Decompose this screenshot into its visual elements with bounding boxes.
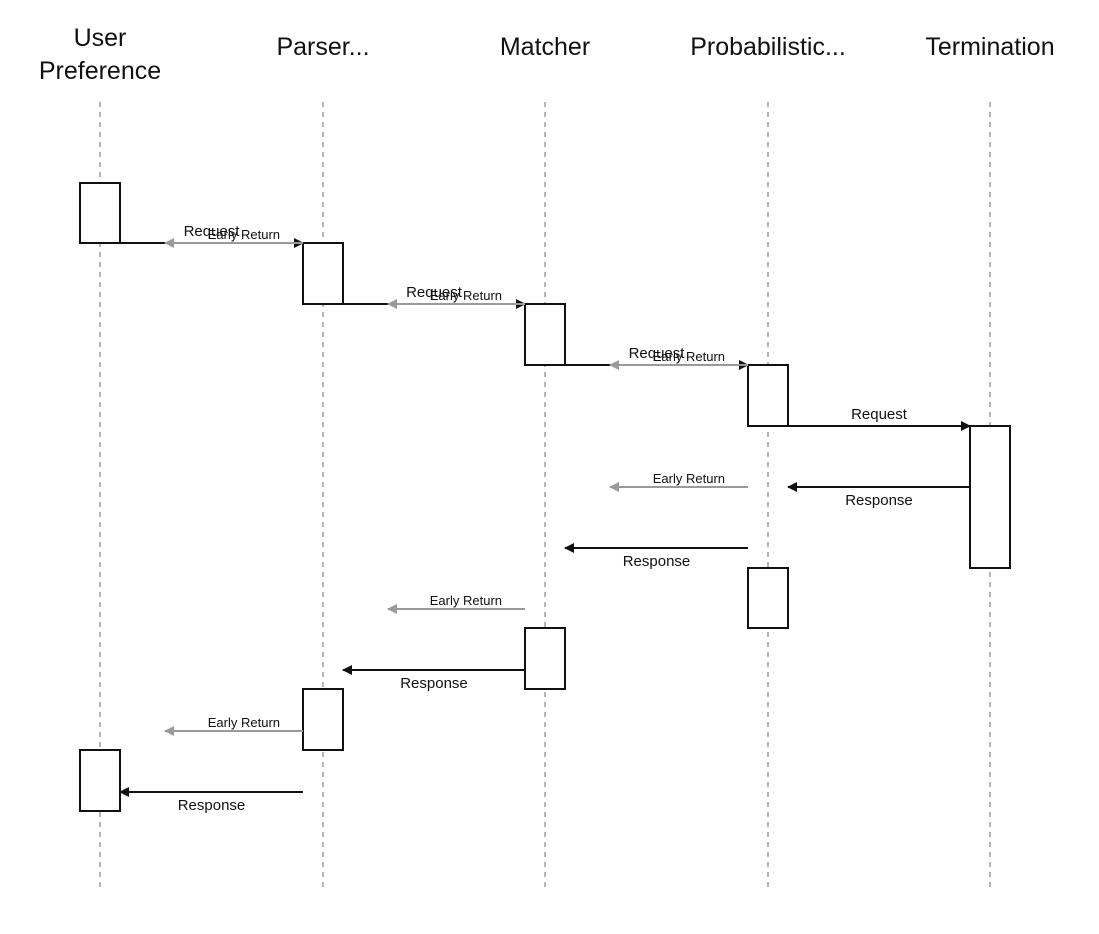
participant-label: Matcher (499, 33, 591, 61)
participant-label: Termination (925, 33, 1055, 61)
message-early-return: Early Return (164, 227, 303, 248)
message-response: Response (119, 787, 303, 814)
message-label: Early Return (653, 349, 725, 364)
message-label: Early Return (430, 288, 502, 303)
message-early-return: Early Return (164, 715, 303, 736)
message-response: Response (787, 482, 970, 509)
message-response: Response (342, 665, 525, 692)
activation-box (969, 425, 1011, 569)
message-label: Early Return (208, 715, 280, 730)
activation-box (747, 364, 789, 427)
activation-box (79, 182, 121, 244)
message-label: Response (845, 492, 913, 509)
participant-label: User (73, 24, 127, 52)
activation-box (302, 688, 344, 751)
message-early-return: Early Return (387, 593, 525, 614)
participant-label: Probabilistic... (690, 33, 846, 61)
message-label: Response (178, 797, 246, 814)
message-label: Early Return (430, 593, 502, 608)
participant-probabilistic: Probabilistic... (668, 31, 868, 64)
message-label: Request (629, 345, 686, 362)
message-label: Response (623, 553, 691, 570)
message-label: Early Return (653, 471, 725, 486)
message-label: Early Return (208, 227, 280, 242)
participant-matcher: Matcher (445, 31, 645, 64)
message-label: Request (184, 223, 241, 240)
message-label: Request (406, 284, 463, 301)
message-response: Response (564, 543, 748, 570)
activation-box (302, 242, 344, 305)
message-label: Response (400, 675, 468, 692)
participant-label: Parser... (276, 33, 370, 61)
message-label: Request (851, 406, 908, 423)
activation-box (524, 627, 566, 690)
participant-termination: Termination (890, 31, 1090, 64)
activation-box (79, 749, 121, 812)
message-request: Request (788, 406, 971, 431)
activation-box (747, 567, 789, 629)
activation-box (524, 303, 566, 366)
message-early-return: Early Return (609, 349, 748, 370)
participant-parser: Parser... (223, 31, 423, 64)
message-early-return: Early Return (387, 288, 525, 309)
participant-label: Preference (38, 57, 162, 85)
message-early-return: Early Return (609, 471, 748, 492)
